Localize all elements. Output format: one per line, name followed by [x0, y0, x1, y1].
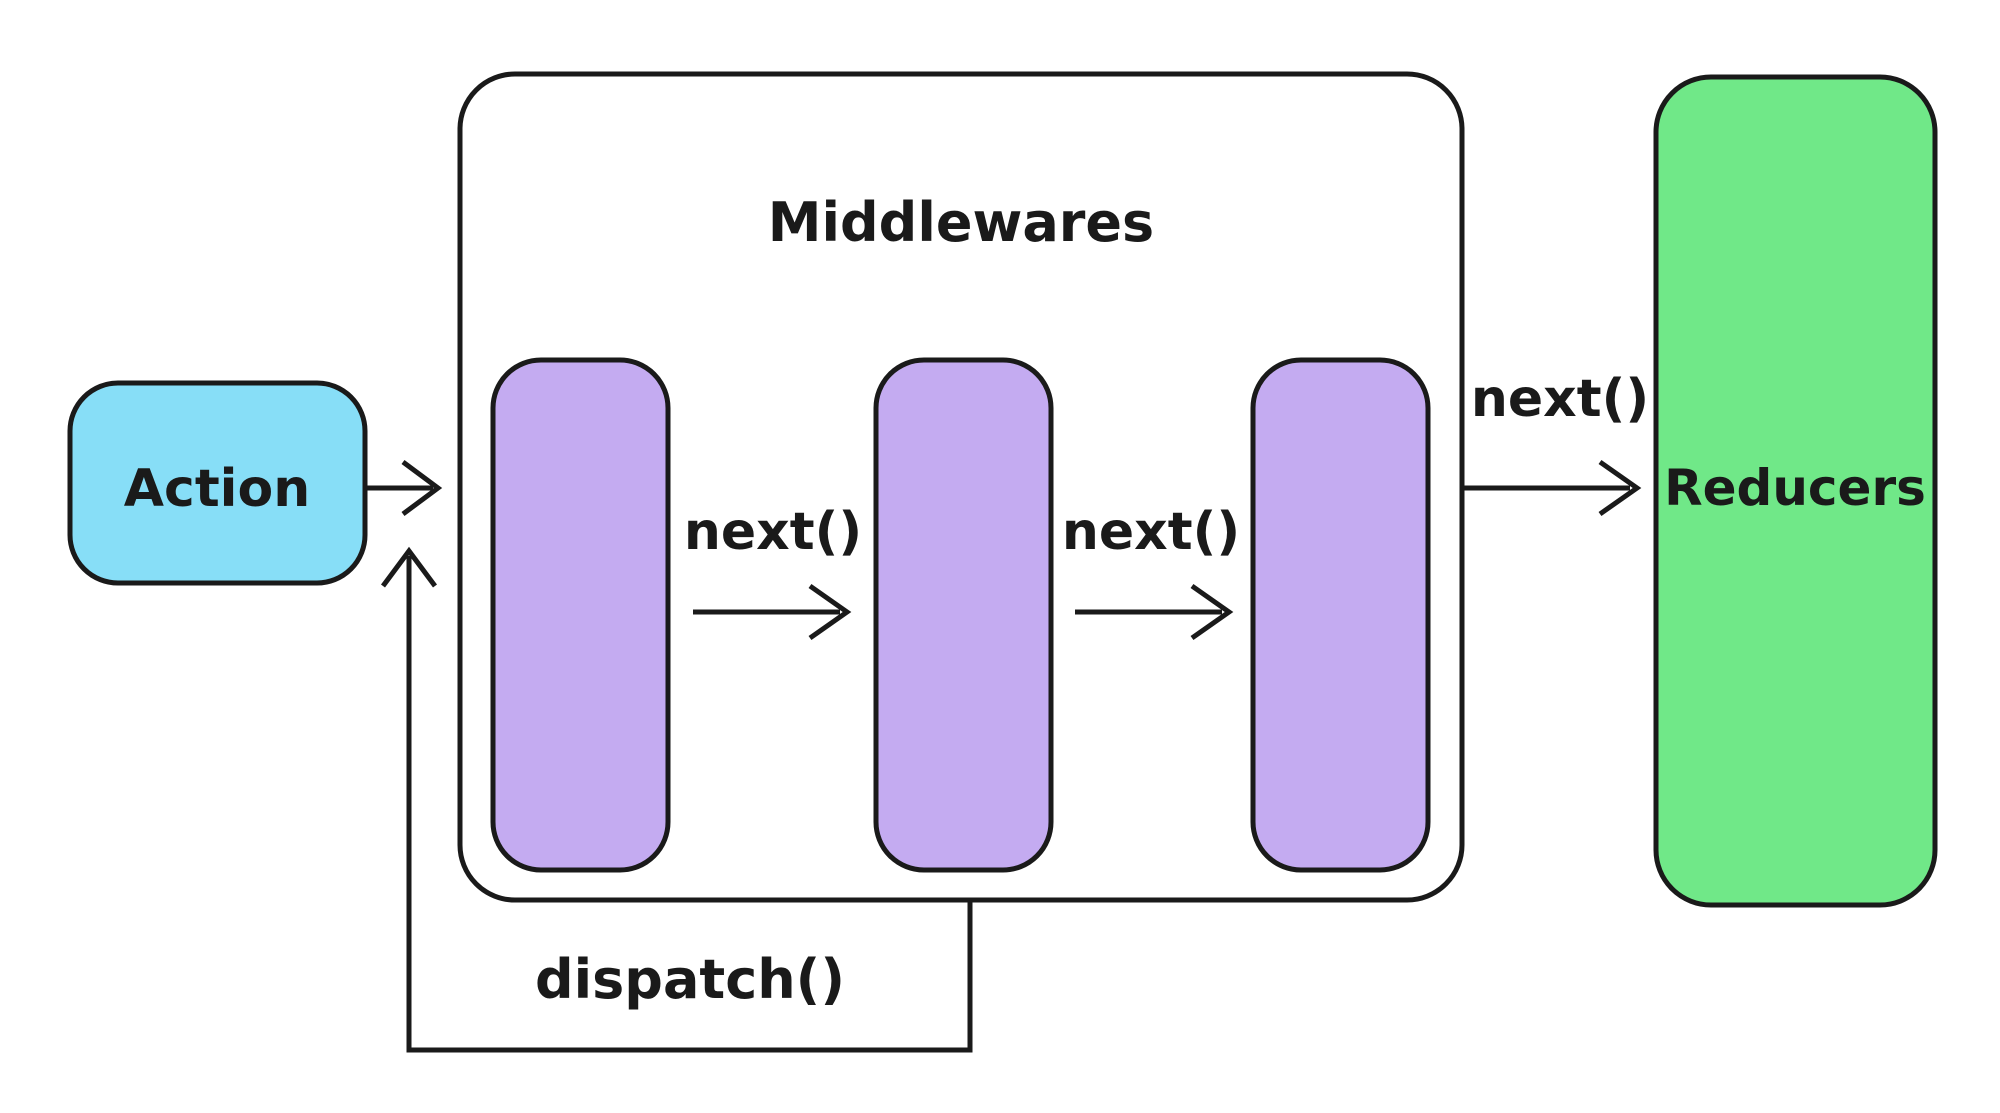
next-label-3: next()	[1471, 369, 1649, 429]
middleware-pill-2	[873, 357, 1054, 873]
reducers-node: Reducers	[1653, 74, 1938, 908]
next-arrow-2	[1075, 583, 1234, 641]
middlewares-container: Middlewares next() next()	[457, 71, 1465, 903]
dispatch-loop-arrow	[380, 546, 973, 1053]
action-box	[67, 380, 368, 586]
reducers-label: Reducers	[1664, 459, 1926, 517]
middleware-pill-3	[1250, 357, 1431, 873]
next-arrow-3	[1462, 459, 1642, 517]
next-arrow-1	[693, 583, 852, 641]
next-label-2: next()	[1062, 502, 1240, 562]
arrowhead-up-icon	[380, 546, 438, 588]
action-label: Action	[124, 459, 311, 519]
dispatch-label: dispatch()	[535, 948, 845, 1011]
arrowhead-right-icon	[1190, 583, 1234, 641]
action-node: Action	[67, 380, 368, 586]
next-label-1: next()	[684, 502, 862, 562]
arrowhead-right-icon	[1598, 459, 1642, 517]
action-to-middlewares-arrow	[365, 459, 443, 517]
reducers-box	[1653, 74, 1938, 908]
arrowhead-right-icon	[401, 459, 443, 517]
arrowhead-right-icon	[808, 583, 852, 641]
dispatch-loop-line	[406, 556, 973, 1053]
middleware-pill-1	[490, 357, 671, 873]
middlewares-title: Middlewares	[768, 191, 1154, 254]
